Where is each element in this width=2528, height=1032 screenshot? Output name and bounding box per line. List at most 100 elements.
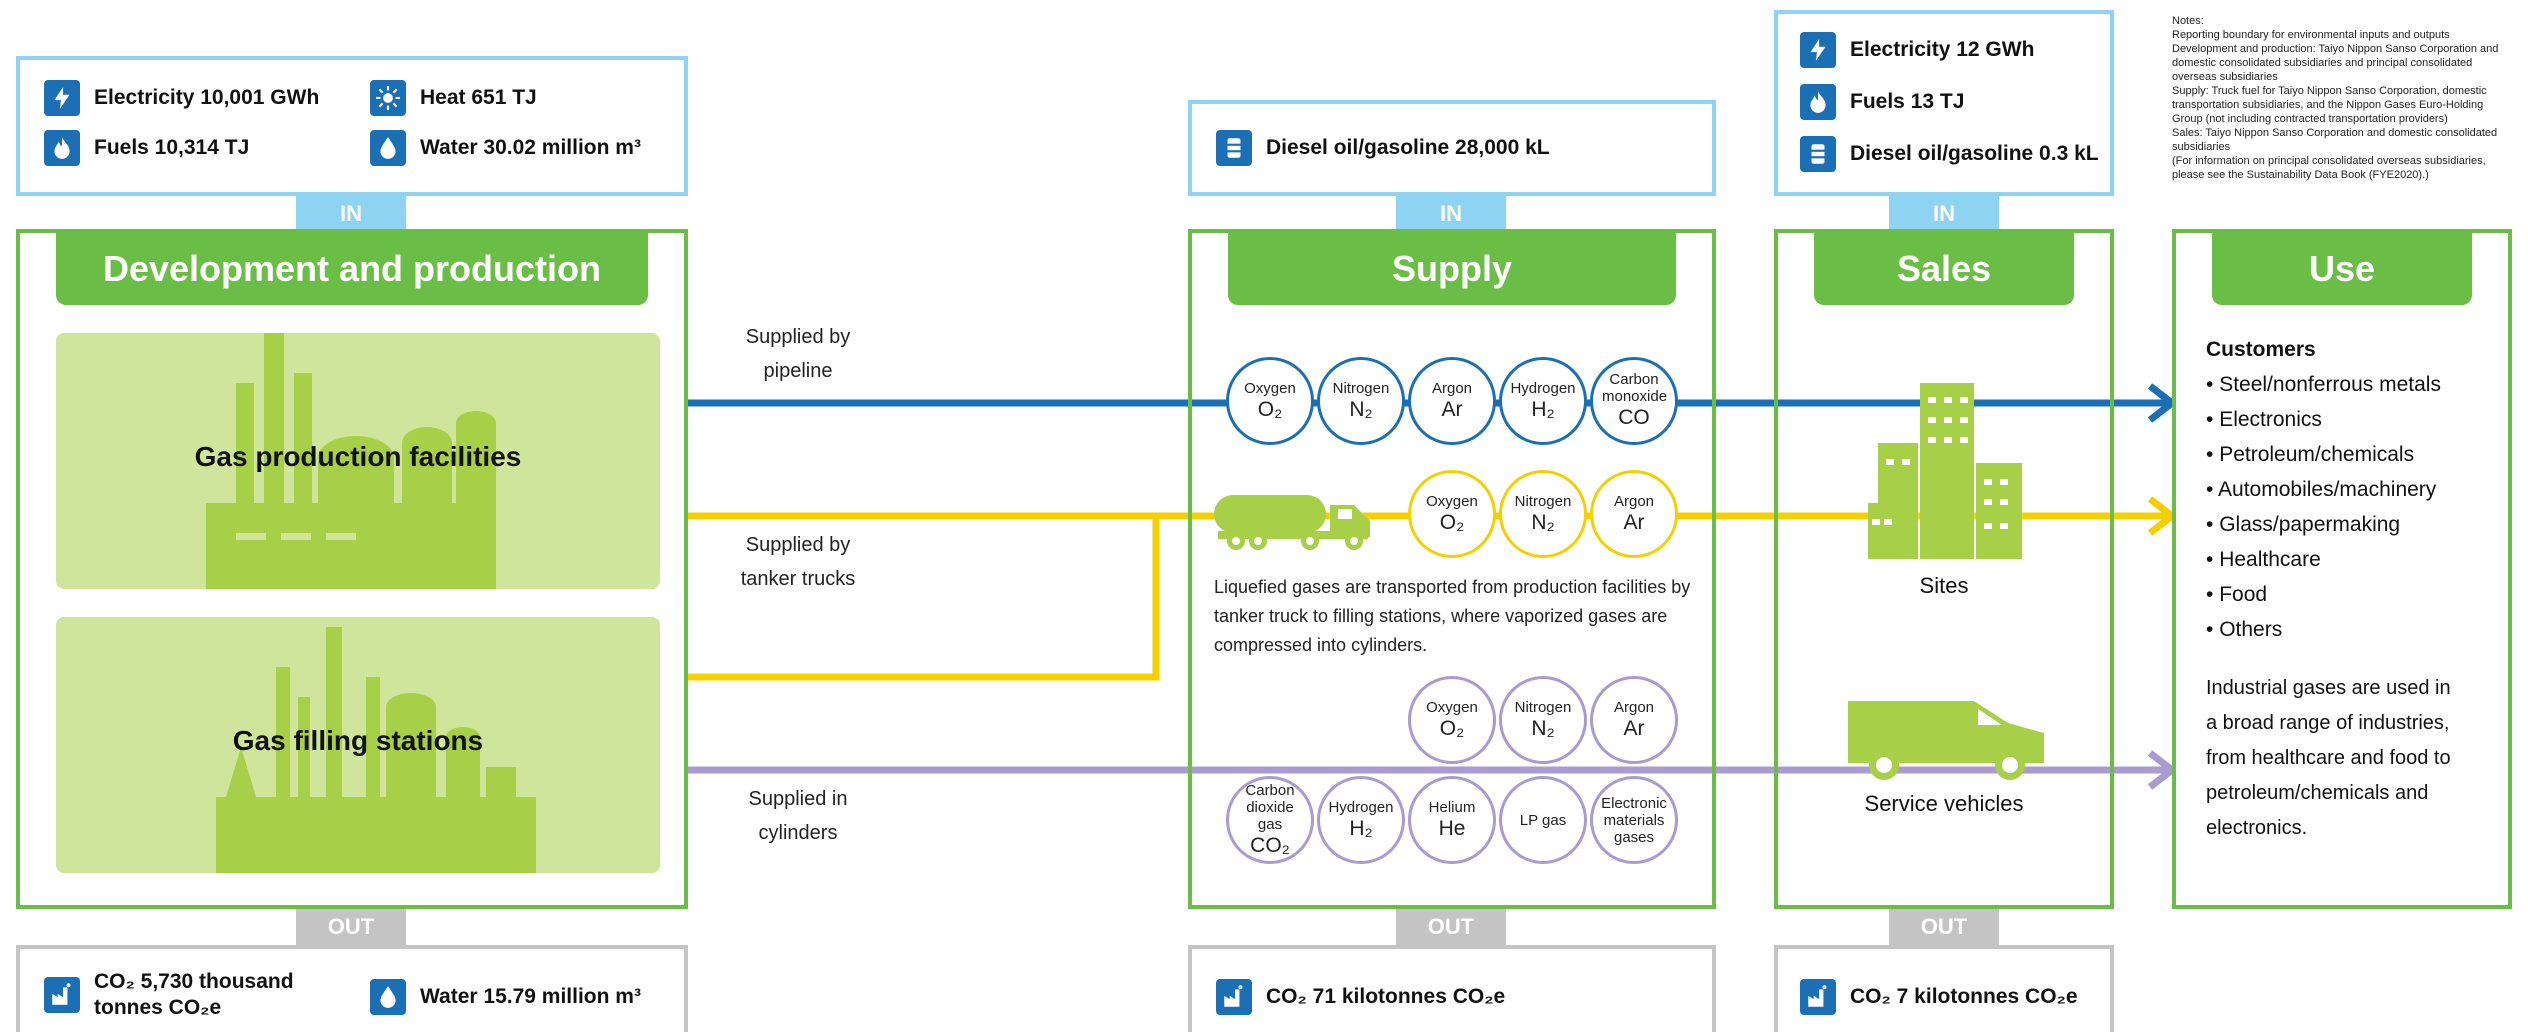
lightning-icon	[44, 80, 80, 116]
gas-circle-lp-gas-cylinder: LP gas	[1499, 776, 1587, 864]
sales-input-electricity: Electricity 12 GWh	[1800, 32, 2034, 68]
notes-line: (For information on principal consolidat…	[2172, 155, 2486, 181]
notes-line: Reporting boundary for environmental inp…	[2172, 29, 2450, 41]
customer-item-text: Food	[2219, 583, 2268, 606]
supply-output-co2: CO₂ 71 kilotonnes CO₂e	[1216, 979, 1505, 1015]
dev-input-heat-text: Heat 651 TJ	[420, 86, 537, 109]
gas-filling-station: Gas filling stations	[56, 617, 660, 873]
factory-emission-icon	[44, 977, 80, 1013]
factory-icon	[206, 333, 496, 589]
gas-circle-hydrogen-cylinder: Hydrogen H₂	[1317, 776, 1405, 864]
service-vehicles-label: Service vehicles	[1864, 791, 2024, 816]
factory-emission-icon	[1800, 979, 1836, 1015]
gas-formula: Ar	[1623, 510, 1645, 534]
gas-name: Argon	[1613, 492, 1655, 510]
refinery-icon	[216, 627, 536, 873]
gas-circle-hydrogen-pipeline: Hydrogen H₂	[1499, 357, 1587, 445]
route-tanker-label: Supplied by tanker trucks	[700, 528, 896, 596]
gas-name: Argon	[1613, 698, 1655, 716]
dev-input-fuels: Fuels 10,314 TJ	[44, 130, 249, 166]
dev-output-co2-line2: tonnes CO₂e	[94, 996, 222, 1019]
sales-out-tab: OUT	[1889, 909, 1999, 965]
dev-output-co2: CO₂ 5,730 thousand tonnes CO₂e	[44, 969, 294, 1021]
gas-circle-oxygen-pipeline: Oxygen O₂	[1226, 357, 1314, 445]
buildings-icon	[1868, 383, 2022, 559]
route-cylinder-line1: Supplied in	[748, 788, 848, 810]
gas-circle-argon-pipeline: Argon Ar	[1408, 357, 1496, 445]
notes-line: Supply: Truck fuel for Taiyo Nippon Sans…	[2172, 85, 2487, 125]
gas-name: Carbon dioxide gas	[1245, 781, 1295, 833]
gas-name: Nitrogen	[1514, 492, 1572, 510]
flame-icon	[1800, 84, 1836, 120]
gas-name: Nitrogen	[1514, 698, 1572, 716]
gas-name: LP gas	[1519, 811, 1567, 829]
sales-output-co2-text: CO₂ 7 kilotonnes CO₂e	[1850, 985, 2078, 1008]
dev-input-fuels-text: Fuels 10,314 TJ	[94, 136, 250, 159]
notes-line: Development and production: Taiyo Nippon…	[2172, 43, 2499, 83]
dev-input-heat: Heat 651 TJ	[370, 80, 537, 116]
sales-input-fuels: Fuels 13 TJ	[1800, 84, 1964, 120]
customer-item: • Healthcare	[2206, 548, 2321, 571]
factory-emission-icon	[1216, 979, 1252, 1015]
dev-in-tab: IN	[296, 196, 406, 252]
gas-formula: He	[1438, 816, 1466, 840]
supply-input-diesel-text: Diesel oil/gasoline 28,000 kL	[1266, 136, 1550, 159]
use-summary-line: petroleum/chemicals and	[2206, 782, 2429, 804]
supply-description: Liquefied gases are transported from pro…	[1214, 577, 1691, 655]
gas-name: Oxygen	[1426, 698, 1478, 716]
customer-item: • Electronics	[2206, 408, 2322, 431]
service-vehicle-icon	[1848, 701, 2044, 780]
gas-circle-argon-tanker: Argon Ar	[1590, 470, 1678, 558]
gas-circle-carbon-dioxide-cylinder: Carbon dioxide gas CO₂	[1226, 776, 1314, 864]
route-cylinder-line2: cylinders	[758, 822, 838, 844]
sales-input-diesel-text: Diesel oil/gasoline 0.3 kL	[1850, 142, 2099, 165]
sales-output-box: CO₂ 7 kilotonnes CO₂e	[1774, 945, 2114, 1032]
sales-input-box: Electricity 12 GWh Fuels 13 TJ Diesel oi…	[1774, 10, 2114, 196]
customers-block: Customers • Steel/nonferrous metals • El…	[2206, 333, 2506, 846]
dev-input-water: Water 30.02 million m³	[370, 130, 641, 166]
gas-formula: O₂	[1439, 716, 1465, 740]
gas-name: Hydrogen	[1510, 379, 1576, 397]
customer-item-text: Automobiles/machinery	[2218, 478, 2437, 501]
water-drop-icon	[370, 979, 406, 1015]
customer-item-text: Others	[2219, 618, 2283, 641]
gas-formula: O₂	[1439, 510, 1465, 534]
gas-formula: O₂	[1257, 397, 1283, 421]
gas-circle-oxygen-tanker: Oxygen O₂	[1408, 470, 1496, 558]
dev-output-water: Water 15.79 million m³	[370, 979, 641, 1015]
customer-item-text: Steel/nonferrous metals	[2219, 373, 2441, 396]
use-summary-line: electronics.	[2206, 817, 2308, 839]
gas-production-facility-label: Gas production facilities	[194, 441, 522, 472]
flame-icon	[44, 130, 80, 166]
supply-input-diesel: Diesel oil/gasoline 28,000 kL	[1216, 130, 1550, 166]
use-stage-title: Use	[2212, 233, 2472, 305]
customers-list: • Steel/nonferrous metals • Electronics …	[2206, 367, 2506, 647]
supply-in-tab: IN	[1396, 196, 1506, 252]
use-summary-line: a broad range of industries,	[2206, 712, 2450, 734]
gas-name: Carbon monoxide	[1602, 371, 1668, 405]
customer-item: • Steel/nonferrous metals	[2206, 373, 2441, 396]
gas-circle-nitrogen-cylinder: Nitrogen N₂	[1499, 676, 1587, 764]
customer-item-text: Petroleum/chemicals	[2219, 443, 2415, 466]
gas-production-facility: Gas production facilities	[56, 333, 660, 589]
gas-filling-station-label: Gas filling stations	[232, 725, 484, 756]
gas-name: Argon	[1431, 379, 1473, 397]
notes-line: Notes:	[2172, 15, 2204, 27]
supply-stage: Supply Liquefied gases are transported f…	[1188, 229, 1716, 909]
gas-circle-helium-cylinder: Helium He	[1408, 776, 1496, 864]
gas-name: Hydrogen	[1328, 798, 1394, 816]
dev-stage-title: Development and production	[56, 233, 648, 305]
customer-item-text: Glass/papermaking	[2219, 513, 2401, 536]
route-tanker-line1: Supplied by	[745, 534, 851, 556]
sales-stage: Sales Sites Service vehicles	[1774, 229, 2114, 909]
oil-barrel-icon	[1216, 130, 1252, 166]
gas-formula: CO₂	[1250, 833, 1290, 857]
dev-output-box: CO₂ 5,730 thousand tonnes CO₂e Water 15.…	[16, 945, 688, 1032]
gas-formula: Ar	[1623, 716, 1645, 740]
notes: Notes: Reporting boundary for environmen…	[2172, 14, 2512, 182]
gas-formula: N₂	[1349, 397, 1373, 421]
customer-item: • Glass/papermaking	[2206, 513, 2401, 536]
route-cylinder-label: Supplied in cylinders	[700, 782, 896, 850]
route-pipeline-line1: Supplied by	[745, 326, 851, 348]
dev-output-co2-line1: CO₂ 5,730 thousand	[94, 970, 294, 993]
